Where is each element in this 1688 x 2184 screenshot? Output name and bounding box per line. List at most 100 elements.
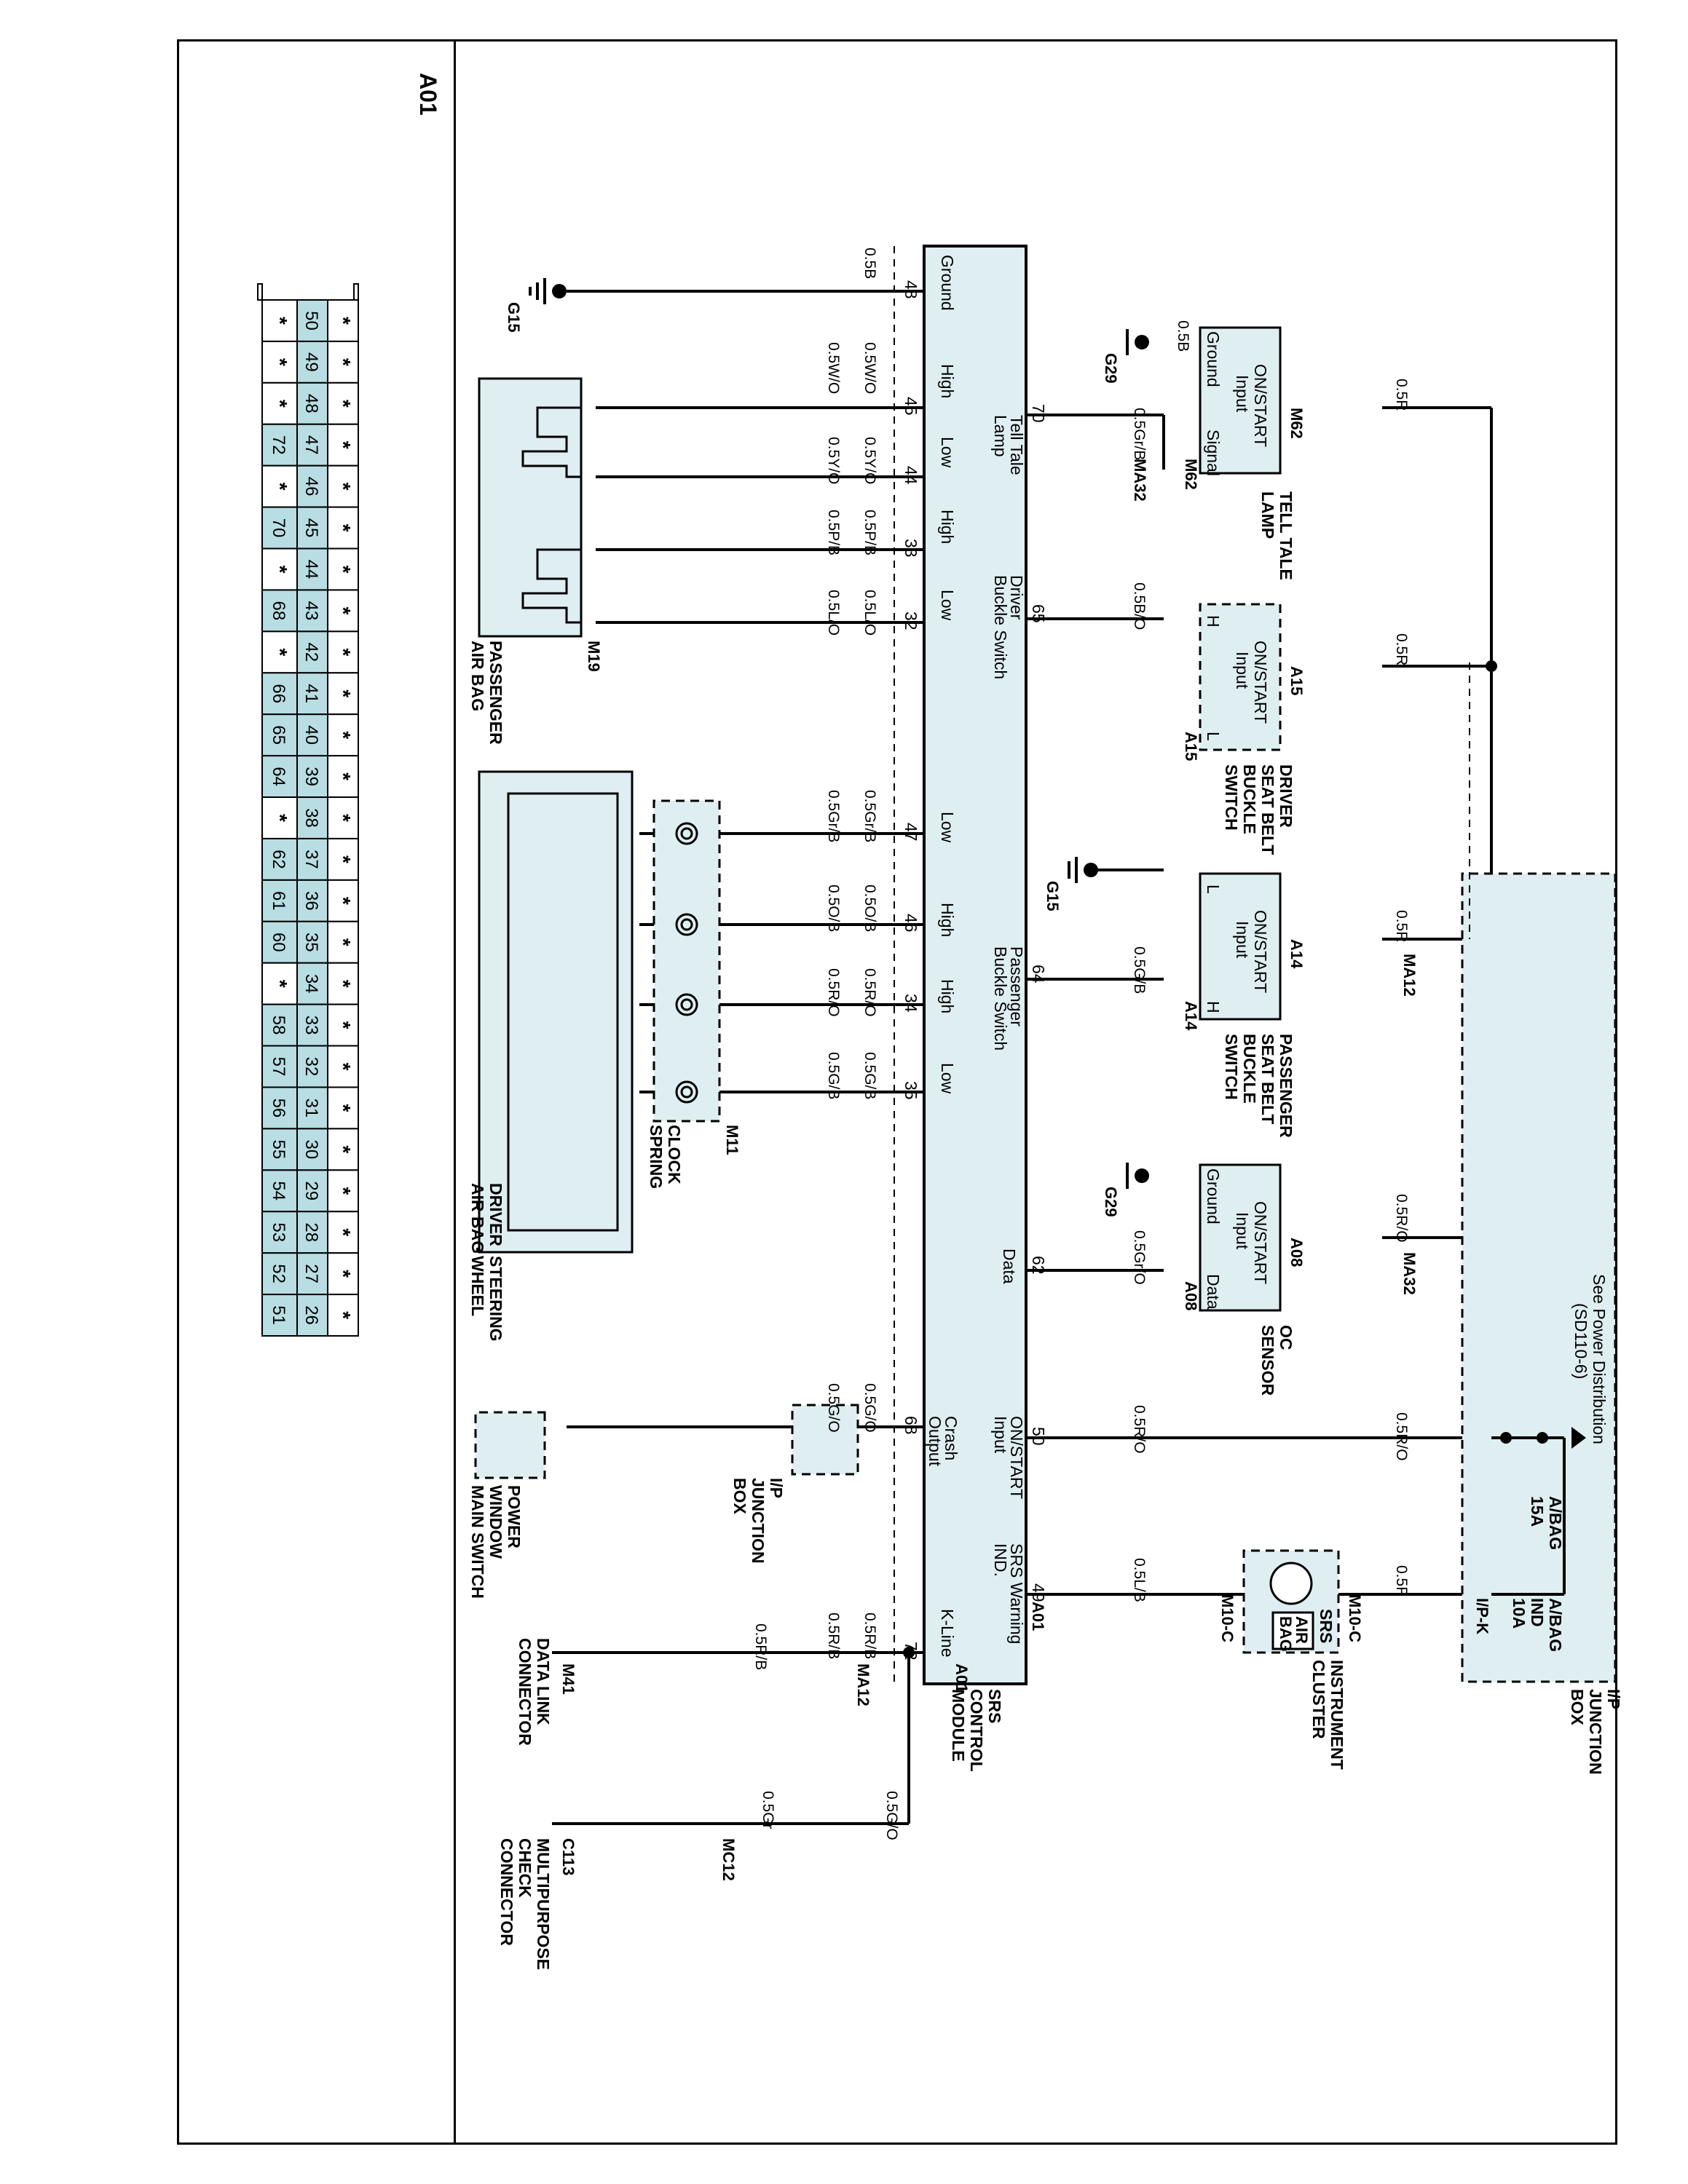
upper-connector-labels: M62 M62 MA32 A15 A15 A14 A14 MA12 A08 A0… [1029, 408, 1419, 1642]
pin-table-text: * [332, 648, 355, 656]
pn-47: 47 [902, 823, 920, 842]
pin-label-50-a: ON/START [1007, 1416, 1026, 1499]
wl-r05-dbs: 0.5R [1393, 633, 1410, 665]
wl-gro-62: 0.5Gr/O [1131, 1230, 1148, 1285]
pass-buckle-label-2: SEAT BELT [1258, 1034, 1277, 1124]
pin-table-text: * [269, 317, 291, 325]
ground-g29-label-mid: G29 [1102, 1187, 1120, 1217]
power-window-box [474, 1411, 546, 1479]
pn-46: 46 [902, 914, 920, 933]
pin-table-text: 61 [269, 891, 288, 911]
pin-table-text: * [332, 566, 355, 574]
pn-49: 49 [1029, 1583, 1048, 1602]
cluster-ab-2: BAG [1277, 1616, 1295, 1652]
pin-table-text: 72 [269, 435, 288, 455]
wl-45: 0.5W/O [861, 342, 878, 394]
cluster-ab-1: AIR [1293, 1616, 1311, 1644]
fuse1-l2: 15A [1528, 1496, 1547, 1527]
pin-label-72: K-Line [938, 1609, 957, 1657]
data-link-label-1: DATA LINK [534, 1638, 553, 1725]
pin-table-text: 41 [301, 684, 321, 703]
pin-table-text: * [332, 1311, 355, 1319]
upper-wire-labels: 0.5R 0.5R 0.5R 0.5R/O 0.5R/O 0.5P 0.5B 0… [752, 320, 1410, 1840]
pin-table-text: 68 [269, 601, 288, 621]
pin-table-text: 34 [301, 974, 321, 994]
srs-lamp-icon [1269, 1562, 1313, 1605]
pn-35: 35 [902, 1081, 920, 1100]
pn-50: 50 [1029, 1427, 1048, 1446]
passenger-airbag-squibs [521, 406, 581, 624]
pin-label-68-a: Crash [942, 1416, 961, 1460]
clock-spring-label-1: CLOCK [665, 1125, 684, 1184]
pin-table-text: 57 [269, 1057, 288, 1077]
pn-70: 70 [1029, 404, 1048, 423]
wl-rb-mc: 0.5R/B [752, 1623, 769, 1670]
conn-m41: M41 [559, 1663, 577, 1695]
ip-junction-small-label-1: I/P [767, 1478, 786, 1498]
ground-g29-mid [1126, 1163, 1149, 1189]
wl-33b: 0.5P/B [825, 510, 842, 555]
pin-label-70-a: Tell Tale [1007, 415, 1026, 475]
ip-junction-title-3: BOX [1568, 1689, 1587, 1726]
multipurpose-label-2: CHECK [516, 1838, 535, 1898]
conn-ma32: MA32 [1131, 459, 1149, 502]
ip-junction-note-2: (SD110-6) [1571, 1303, 1590, 1379]
pn-32: 32 [902, 612, 920, 630]
pin-table-text: 53 [269, 1222, 288, 1242]
pin-table-text: * [332, 855, 355, 863]
wl-45b: 0.5W/O [825, 342, 842, 394]
pin-label-32: Low [938, 590, 957, 621]
tell-tale-box-1: ON/START [1251, 364, 1270, 447]
wl-32: 0.5L/O [861, 590, 878, 636]
ground-g15-label-mid: G15 [1044, 881, 1062, 911]
driver-buckle-label-2: SEAT BELT [1258, 764, 1277, 855]
wl-gr-mc: 0.5Gr [760, 1791, 776, 1829]
power-window-label-2: WINDOW [486, 1485, 505, 1559]
conn-m62: M62 [1287, 408, 1306, 439]
clock-spring-coils [675, 822, 698, 1104]
pin-table-text: 33 [301, 1016, 321, 1035]
driver-buckle-label-4: SWITCH [1222, 764, 1241, 831]
pin-table-text: 39 [301, 767, 321, 786]
pin-table-text: * [332, 317, 355, 325]
pn-72: 72 [902, 1642, 920, 1661]
passenger-airbag-label-1: PASSENGER [486, 641, 505, 745]
pin-table-text: * [269, 980, 291, 988]
pin-label-35: Low [938, 1063, 957, 1094]
wl-68: 0.5G/O [861, 1383, 878, 1433]
wl-grb-ttl: 0.5Gr/B [1131, 408, 1148, 460]
power-window-label-1: POWER [505, 1485, 524, 1548]
wl-33: 0.5P/B [861, 510, 878, 555]
fuse2-l1: A/BAG [1546, 1598, 1565, 1652]
tell-tale-lamp-box [1199, 326, 1282, 475]
wl-gb-64: 0.5G/B [1131, 946, 1148, 994]
wl-34: 0.5R/O [861, 968, 878, 1017]
pin-table-text: 48 [301, 394, 321, 414]
wl-72: 0.5R/B [861, 1613, 878, 1659]
pin-table-text: 29 [301, 1181, 321, 1200]
cluster-label-2: CLUSTER [1309, 1660, 1328, 1739]
srs-module-title-3: MODULE [949, 1689, 968, 1762]
oc-sensor-box-1: ON/START [1251, 1201, 1270, 1284]
pin-table-text: * [332, 938, 355, 946]
pin-table-text: * [332, 606, 355, 614]
pin-table-text: 30 [301, 1140, 321, 1160]
pin-table-text: * [332, 1228, 355, 1236]
pin-table-text: * [332, 400, 355, 408]
pin-table-tab-right [257, 283, 263, 301]
tell-tale-left: Ground [1204, 331, 1223, 387]
wl-68b: 0.5G/O [825, 1383, 842, 1433]
pass-buckle-l: L [1204, 885, 1223, 894]
wl-go-mc: 0.5G/O [883, 1791, 900, 1840]
ip-junction-note-1: See Power Distribution [1590, 1274, 1609, 1444]
pin-table-cell [261, 1294, 298, 1337]
pass-buckle-label-3: BUCKLE [1240, 1034, 1259, 1104]
airbag-lamp-icon [1271, 1611, 1314, 1650]
conn-a14b: A14 [1182, 1001, 1200, 1031]
pass-buckle-box-2: Input [1233, 921, 1252, 959]
conn-ipk: I/P-K [1473, 1598, 1491, 1634]
pin-table-text: * [269, 648, 291, 656]
data-link-label-2: CONNECTOR [516, 1638, 535, 1746]
ground-g29-top [1126, 329, 1149, 355]
steering-wheel-label-2: WHEEL [468, 1256, 487, 1316]
